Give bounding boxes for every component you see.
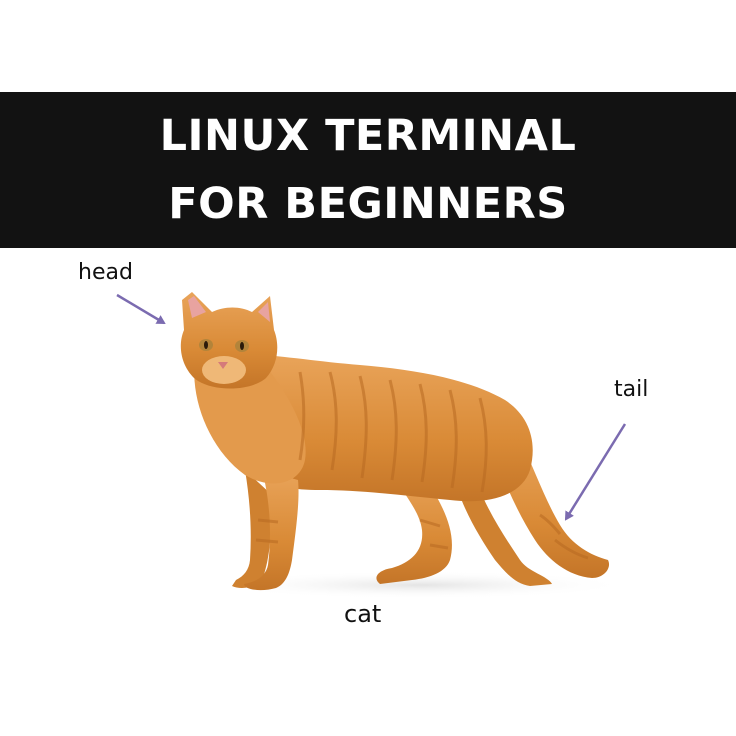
cat-ear-left: [188, 296, 206, 318]
cat-stripes: [255, 371, 589, 560]
banner-title-line-1: LINUX TERMINAL: [159, 111, 577, 161]
head-label: head: [78, 260, 133, 285]
cat-front-leg-far: [232, 470, 272, 588]
cat-label: cat: [344, 600, 382, 628]
cat-back-leg-near: [376, 470, 452, 584]
title-banner: LINUX TERMINAL FOR BEGINNERS: [0, 92, 736, 248]
cat-nose: [218, 362, 228, 369]
cat-chest: [194, 360, 306, 484]
banner-title-line-2: FOR BEGINNERS: [168, 179, 568, 229]
cat-front-leg-near: [244, 470, 299, 591]
cat-pupil-left: [204, 341, 208, 349]
cat-muzzle: [202, 356, 246, 384]
tail-arrow: [564, 423, 627, 521]
cat-pupil-right: [240, 342, 244, 350]
tail-label: tail: [614, 377, 649, 402]
head-arrow: [116, 293, 166, 325]
cat-ear-right: [258, 302, 270, 322]
